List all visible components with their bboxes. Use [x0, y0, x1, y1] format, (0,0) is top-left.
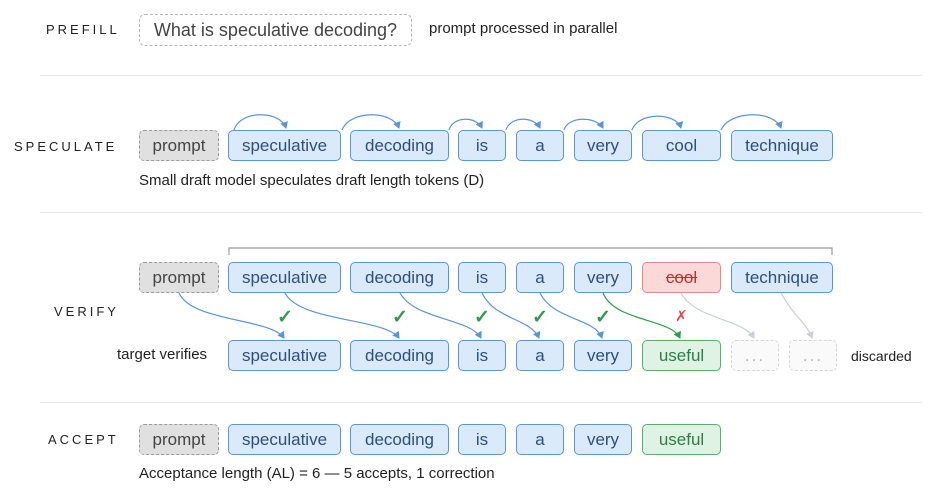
check-icon: ✓ [277, 307, 293, 328]
verify-arrow [178, 292, 285, 339]
verify-target-token: is [458, 340, 506, 371]
prefill-prompt-box: What is speculative decoding? [139, 14, 412, 46]
accept-caption: Acceptance length (AL) = 6 — 5 accepts, … [139, 465, 495, 482]
speculate-token: is [458, 130, 506, 161]
speculate-caption: Small draft model speculates draft lengt… [139, 172, 485, 189]
verify-discarded-token: ... [731, 340, 779, 371]
verify-draft-token: decoding [350, 262, 449, 293]
speculate-arc [563, 118, 604, 131]
rejected-token-label: cool [665, 267, 698, 287]
divider [40, 75, 922, 76]
speculate-arc [341, 114, 401, 131]
speculate-token: decoding [350, 130, 449, 161]
cross-icon: ✗ [675, 308, 688, 325]
target-verifies-label: target verifies [117, 346, 208, 363]
discarded-label: discarded [851, 348, 912, 364]
verify-correction-token: useful [642, 340, 721, 371]
check-icon: ✓ [595, 307, 611, 328]
discard-arrow [780, 292, 814, 339]
stage-label-speculate: SPECULATE [14, 139, 118, 154]
stage-label-prefill: PREFILL [46, 22, 120, 37]
speculate-arc [233, 114, 288, 131]
verify-arrow [284, 292, 400, 339]
check-icon: ✓ [474, 307, 490, 328]
verify-rejected-token: cool [642, 262, 721, 293]
discard-arrow [680, 292, 755, 339]
verify-draft-token: very [574, 262, 632, 293]
speculate-token: very [574, 130, 632, 161]
accept-token: is [458, 424, 506, 455]
stage-label-accept: ACCEPT [48, 432, 119, 447]
accept-token: a [516, 424, 564, 455]
verify-target-token: speculative [228, 340, 341, 371]
accept-token-prompt: prompt [139, 424, 219, 455]
speculate-arc [720, 114, 783, 131]
verify-discarded-token: ... [789, 340, 837, 371]
verify-target-token: a [516, 340, 564, 371]
speculate-token: cool [642, 130, 721, 161]
divider [40, 212, 922, 213]
verify-draft-token: speculative [228, 262, 341, 293]
accept-token: very [574, 424, 632, 455]
speculate-arc [448, 118, 483, 131]
verify-arrow [481, 292, 541, 339]
prefill-note: prompt processed in parallel [429, 20, 618, 37]
draft-bracket [228, 247, 833, 255]
speculate-token: speculative [228, 130, 341, 161]
verify-draft-token-prompt: prompt [139, 262, 219, 293]
divider [40, 402, 922, 403]
correction-arrow [602, 292, 681, 339]
verify-arrow [539, 292, 604, 339]
speculate-arc [505, 118, 541, 131]
speculate-token-prompt: prompt [139, 130, 219, 161]
check-icon: ✓ [392, 307, 408, 328]
verify-draft-token: a [516, 262, 564, 293]
accept-token: decoding [350, 424, 449, 455]
accept-token-correction: useful [642, 424, 721, 455]
speculate-token: technique [731, 130, 833, 161]
verify-draft-token: technique [731, 262, 833, 293]
speculate-arc [631, 115, 684, 131]
stage-label-verify: VERIFY [54, 304, 119, 319]
check-icon: ✓ [532, 307, 548, 328]
verify-target-token: decoding [350, 340, 449, 371]
verify-target-token: very [574, 340, 632, 371]
verify-arrow [399, 292, 482, 339]
verify-draft-token: is [458, 262, 506, 293]
accept-token: speculative [228, 424, 341, 455]
speculate-token: a [516, 130, 564, 161]
